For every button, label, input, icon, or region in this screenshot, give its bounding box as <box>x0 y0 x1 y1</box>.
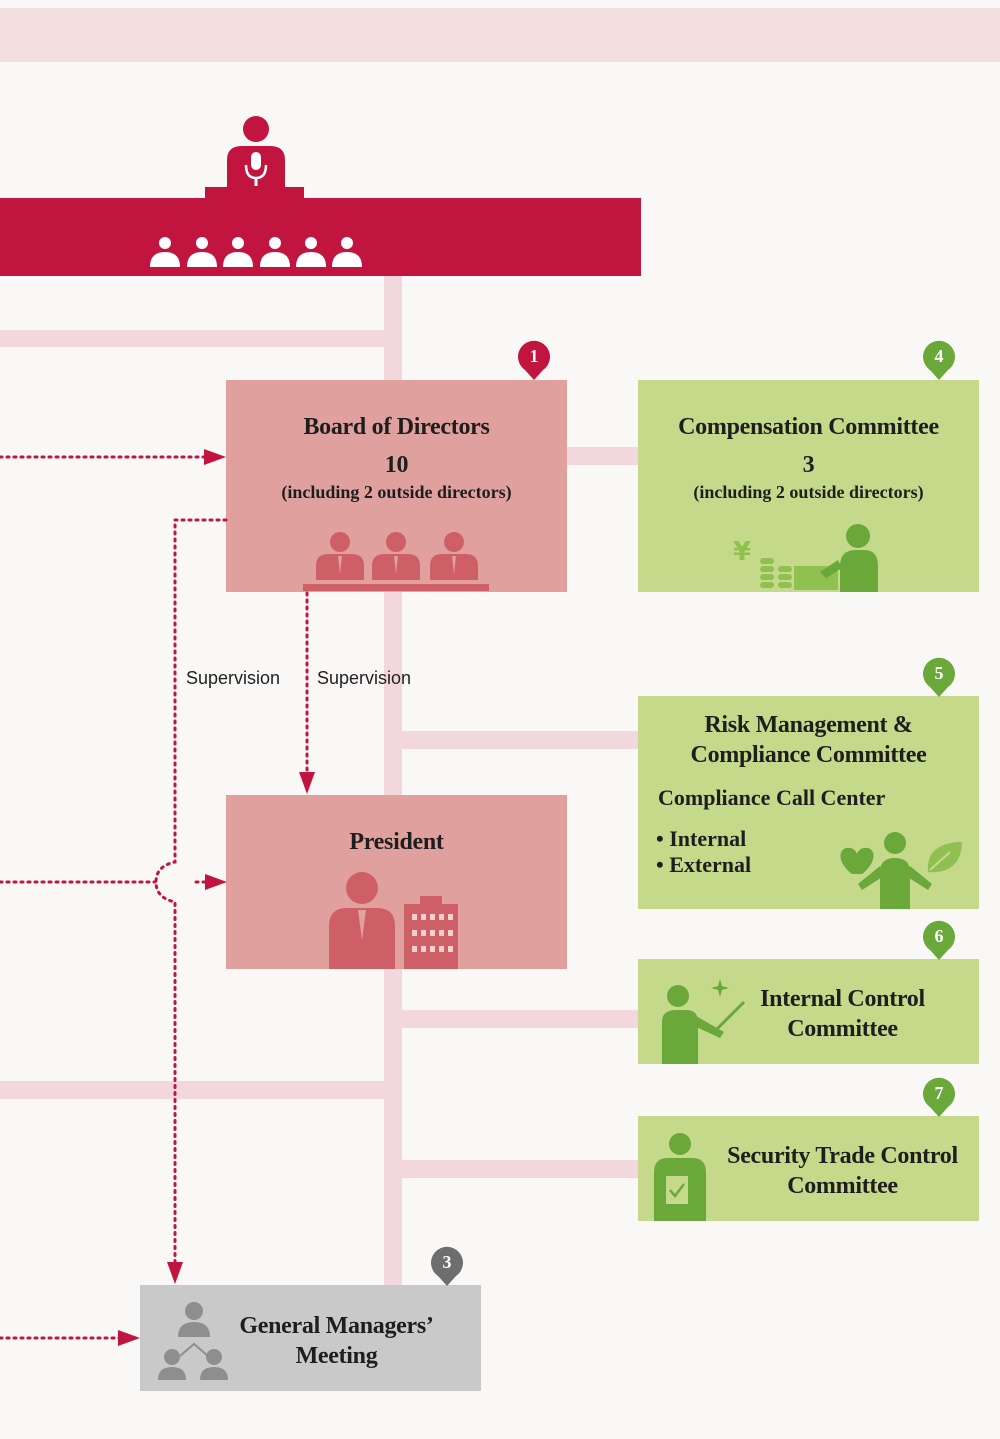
badge-internal-control: 6 <box>922 920 956 962</box>
arrowhead-president-top <box>299 772 315 794</box>
arrowhead-gm-left <box>118 1330 140 1346</box>
president-box: President <box>226 795 567 969</box>
compensation-count: 3 <box>802 452 815 478</box>
internal-control-committee-box: Internal Control Committee <box>638 959 979 1064</box>
internal-control-line1: Internal Control <box>760 986 925 1012</box>
board-of-directors-box: Board of Directors 10 (including 2 outsi… <box>226 380 567 592</box>
badge-risk: 5 <box>922 657 956 699</box>
call-center-internal: • Internal <box>656 826 747 851</box>
security-trade-line2: Committee <box>787 1173 898 1199</box>
supervision-label-left: Supervision <box>186 668 281 688</box>
arrowhead-board <box>204 449 226 465</box>
badge-compensation: 4 <box>922 340 956 382</box>
badge-compensation-number: 4 <box>934 346 944 366</box>
risk-compliance-committee-box: Risk Management & Compliance Committee C… <box>638 696 979 909</box>
general-managers-meeting-box: General Managers’ Meeting <box>140 1285 481 1391</box>
compensation-detail: (including 2 outside directors) <box>693 482 924 502</box>
arrowhead-gm-top <box>167 1262 183 1284</box>
shareholders-meeting-bar <box>0 198 641 276</box>
compliance-call-center: Compliance Call Center <box>658 785 886 810</box>
chair-podium <box>205 187 304 199</box>
badge-gm-meeting: 3 <box>430 1246 464 1288</box>
badge-security-trade-number: 7 <box>934 1083 944 1103</box>
connector-security-trade <box>384 1160 638 1178</box>
badge-risk-number: 5 <box>934 663 944 683</box>
president-title: President <box>349 829 444 855</box>
connector-internal-control <box>384 1010 638 1028</box>
badge-board-number: 1 <box>529 346 539 366</box>
gm-meeting-line2: Meeting <box>295 1343 378 1369</box>
board-title: Board of Directors <box>303 414 490 440</box>
connector-left-top <box>0 330 402 347</box>
supervision-label-right: Supervision <box>317 668 412 688</box>
connector-risk <box>384 731 638 749</box>
connector-left-bottom <box>0 1081 402 1099</box>
risk-title-line2: Compliance Committee <box>690 742 927 768</box>
compensation-committee-box: Compensation Committee 3 (including 2 ou… <box>638 380 979 592</box>
security-trade-line1: Security Trade Control <box>727 1143 958 1169</box>
gm-meeting-line1: General Managers’ <box>239 1313 434 1339</box>
board-detail: (including 2 outside directors) <box>281 482 512 502</box>
connector-compensation <box>566 447 638 465</box>
arrowhead-president <box>205 874 227 890</box>
badge-internal-control-number: 6 <box>934 926 944 946</box>
call-center-external: • External <box>656 852 752 877</box>
top-banner <box>0 8 1000 62</box>
internal-control-line2: Committee <box>787 1016 898 1042</box>
risk-title-line1: Risk Management & <box>704 712 913 738</box>
badge-board: 1 <box>517 340 551 382</box>
security-trade-control-committee-box: Security Trade Control Committee <box>638 1116 979 1221</box>
badge-gm-meeting-number: 3 <box>442 1252 452 1272</box>
badge-security-trade: 7 <box>922 1077 956 1119</box>
compensation-title: Compensation Committee <box>678 414 939 440</box>
supervision-left-line <box>154 518 228 1266</box>
board-count: 10 <box>384 452 409 478</box>
